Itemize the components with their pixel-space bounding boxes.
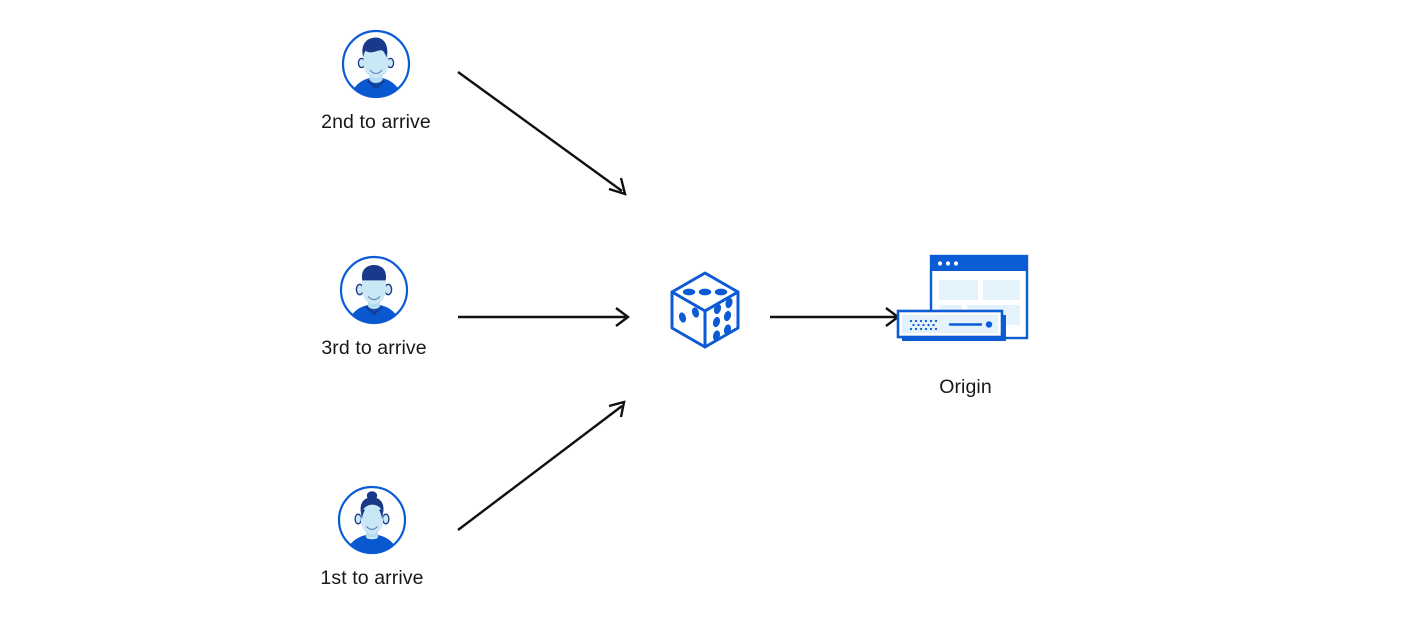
node-second-visitor: 2nd to arrive	[311, 28, 441, 134]
node-first-visitor: 1st to arrive	[307, 484, 437, 590]
node-label: 2nd to arrive	[321, 111, 431, 133]
dice-icon	[660, 265, 750, 355]
user-avatar-icon	[336, 484, 408, 556]
arrow-dice-to-origin	[770, 307, 900, 327]
server-appliance	[896, 309, 1006, 341]
node-label: Origin	[939, 376, 992, 398]
node-dice	[660, 265, 750, 355]
arrow-third-to-dice	[458, 307, 630, 327]
arrow-first-to-dice	[457, 400, 626, 531]
arrow-second-to-dice	[457, 71, 627, 196]
origin-server-icon	[893, 252, 1038, 362]
user-avatar-icon	[338, 254, 410, 326]
node-label: 1st to arrive	[320, 567, 424, 589]
node-third-visitor: 3rd to arrive	[309, 254, 439, 360]
user-avatar-icon	[340, 28, 412, 100]
node-label: 3rd to arrive	[321, 337, 427, 359]
node-origin-server: Origin	[893, 252, 1038, 399]
